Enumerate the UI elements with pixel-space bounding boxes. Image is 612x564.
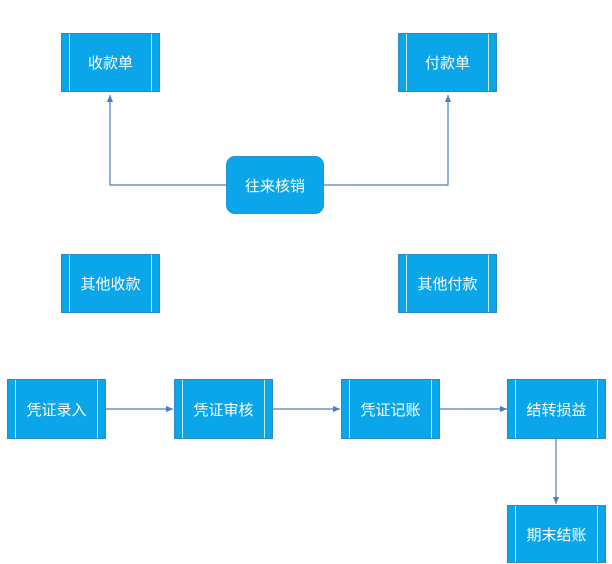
node-payment-label: 付款单	[424, 54, 470, 72]
node-receipt-label: 收款单	[87, 54, 133, 72]
node-write-off[interactable]: 往来核销	[226, 156, 324, 214]
node-voucher-review-label: 凭证审核	[193, 400, 254, 419]
edge-write-off-to-receipt	[106, 95, 226, 186]
node-other-receipt-label: 其他收款	[80, 275, 141, 293]
node-transfer-profit-loss[interactable]: 结转损益	[507, 379, 606, 439]
node-voucher-posting-label: 凭证记账	[360, 400, 421, 419]
node-other-receipt[interactable]: 其他收款	[61, 254, 160, 313]
node-transfer-profit-loss-label: 结转损益	[526, 400, 587, 419]
node-period-close[interactable]: 期末结账	[507, 505, 606, 563]
node-voucher-review[interactable]: 凭证审核	[174, 379, 273, 439]
node-voucher-entry[interactable]: 凭证录入	[7, 379, 106, 439]
edge-write-off-to-payment	[324, 95, 452, 186]
node-receipt[interactable]: 收款单	[61, 33, 160, 92]
node-write-off-label: 往来核销	[244, 176, 305, 195]
node-other-payment[interactable]: 其他付款	[398, 254, 497, 313]
node-payment[interactable]: 付款单	[398, 33, 497, 92]
node-voucher-posting[interactable]: 凭证记账	[341, 379, 440, 439]
node-voucher-entry-label: 凭证录入	[26, 400, 87, 419]
node-other-payment-label: 其他付款	[417, 275, 478, 293]
node-period-close-label: 期末结账	[526, 525, 587, 544]
